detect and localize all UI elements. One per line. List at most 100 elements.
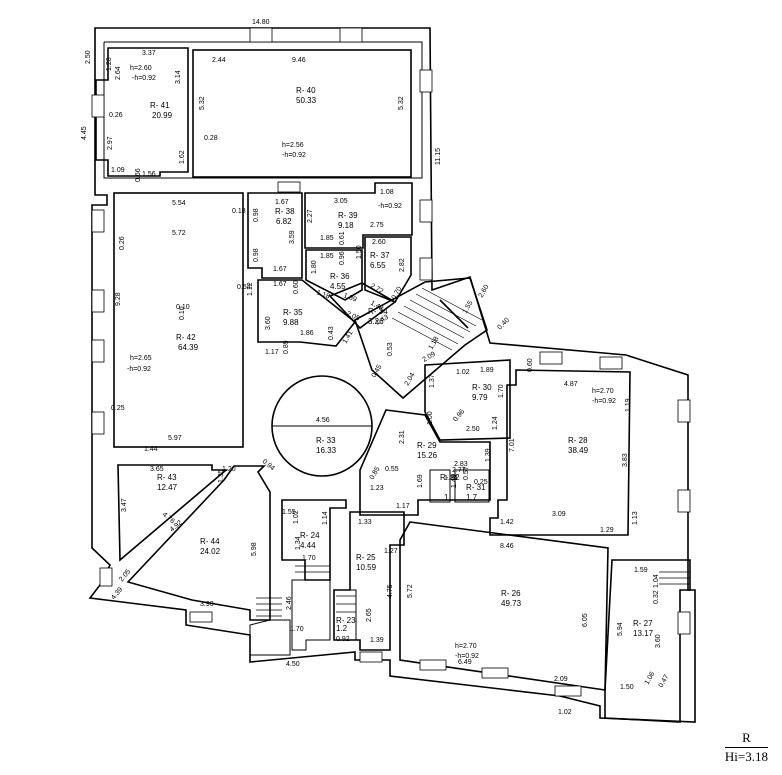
room-area: 6.55 — [370, 261, 386, 270]
dim: 4.45 — [81, 126, 88, 140]
dim: 1.00 — [427, 411, 434, 425]
dimension-labels: 14.80 2.50 3.37 2.44 9.46 1.20 2.64 3.14… — [81, 19, 671, 716]
dim: 1.17 — [396, 503, 410, 510]
room-label: R- 37 — [370, 251, 390, 260]
dim: 2.65 — [366, 608, 373, 622]
room-area: 12.47 — [157, 483, 178, 492]
depth-label: -h=0.92 — [282, 152, 306, 159]
dim: 0.47 — [658, 674, 671, 689]
dim: 2.97 — [107, 136, 114, 150]
legend-r: R — [724, 730, 768, 748]
room-area: 9.79 — [472, 393, 488, 402]
dim: 0.25 — [474, 479, 488, 486]
room-label: R- 34 — [368, 307, 388, 316]
dim: 1.39 — [370, 637, 384, 644]
dim: 0.61 — [339, 231, 346, 245]
room-label: R- 35 — [283, 308, 303, 317]
dim: 6.05 — [582, 613, 589, 627]
depth-label: -h=0.92 — [455, 653, 479, 660]
room-label: R- 28 — [568, 436, 588, 445]
windows — [91, 27, 691, 697]
dim: 0.92 — [336, 636, 350, 643]
dim: 2.27 — [307, 209, 314, 223]
dim: 0.43 — [328, 326, 335, 340]
dim: 1.70 — [290, 626, 304, 633]
stairs — [256, 287, 690, 617]
dim: 0.89 — [283, 340, 290, 354]
dim: 8.46 — [500, 543, 514, 550]
dim: 3.47 — [121, 498, 128, 512]
room-area: 10.59 — [356, 563, 377, 572]
room-label: R- 32 — [440, 473, 460, 482]
depth-label: -h=0.92 — [592, 398, 616, 405]
dim: 0.54 — [237, 284, 251, 291]
dim: 3.37 — [142, 50, 156, 57]
dim: 0.66 — [135, 168, 142, 182]
dim: 2.46 — [286, 596, 293, 610]
dim: 3.14 — [175, 70, 182, 84]
dim: 3.60 — [655, 634, 662, 648]
room-area: 13.17 — [633, 629, 654, 638]
dim: 1.89 — [480, 367, 494, 374]
dim: 4.39 — [110, 586, 124, 601]
dim: 3.83 — [622, 453, 629, 467]
room-area: 4.44 — [300, 541, 316, 550]
dim: 1.13 — [632, 511, 639, 525]
dim: 1.12 — [247, 282, 254, 296]
dim: 1.50 — [620, 684, 634, 691]
dim: 5.98 — [251, 542, 258, 556]
dim: 2.09 — [554, 676, 568, 683]
dim: 2.60 — [372, 239, 386, 246]
room-label: R- 29 — [417, 441, 437, 450]
dim: 11.15 — [435, 148, 442, 165]
dim: 1.29 — [600, 527, 614, 534]
dim: 2.77 — [452, 467, 466, 474]
room-area: 1. — [444, 493, 451, 502]
dim: 9.46 — [292, 57, 306, 64]
dim: 1.34 — [444, 475, 458, 482]
dim: 6.49 — [458, 659, 472, 666]
room-area: 4.55 — [330, 282, 346, 291]
room-area: 15.26 — [417, 451, 438, 460]
room-area: 20.99 — [152, 111, 173, 120]
dim: 3.59 — [289, 230, 296, 244]
room-label: R- 44 — [200, 537, 220, 546]
dim: 1.19 — [625, 398, 632, 412]
dim: 1.59 — [634, 567, 648, 574]
dim: 1.67 — [273, 281, 287, 288]
dim: 1.86 — [300, 330, 314, 337]
dim: 0.55 — [385, 466, 399, 473]
dim: 1.39 — [485, 448, 492, 462]
room-label: R- 27 — [633, 619, 653, 628]
dim: 1.67 — [273, 266, 287, 273]
dim: 1.34 — [295, 536, 302, 550]
dim: 3.09 — [552, 511, 566, 518]
room-area: 1.7 — [466, 493, 478, 502]
dim: 1.45 — [451, 474, 458, 488]
dim: 1.55 — [282, 509, 296, 516]
dim: 4.75 — [387, 584, 394, 598]
height-labels: h=2.60 -h=0.92 h=2.56 -h=0.92 h=2.65 -h=… — [127, 65, 616, 660]
dim: 1.67 — [275, 199, 289, 206]
room-area: 1.2 — [336, 624, 348, 633]
dim: 0.60 — [527, 358, 534, 372]
room-label: R- 26 — [501, 589, 521, 598]
dim: 4.56 — [316, 417, 330, 424]
dim: 0.85 — [369, 466, 382, 481]
dim: 0.57 — [463, 466, 470, 480]
dim: 1.02 — [293, 510, 300, 524]
dim: 2.64 — [115, 66, 122, 80]
dim: 4.50 — [286, 661, 300, 668]
room-area: 9.18 — [338, 221, 354, 230]
room-label: R- 43 — [157, 473, 177, 482]
dim: 0.18 — [232, 208, 246, 215]
dim: 2.50 — [466, 426, 480, 433]
dim: 5.94 — [617, 622, 624, 636]
dim: 0.96 — [452, 408, 466, 423]
dim: 2.75 — [370, 222, 384, 229]
dim: 1.09 — [111, 167, 125, 174]
dim: 1.20 — [106, 57, 113, 71]
legend-hi: Hi=3.18 — [724, 749, 768, 764]
dim: 0.70 — [391, 286, 404, 301]
